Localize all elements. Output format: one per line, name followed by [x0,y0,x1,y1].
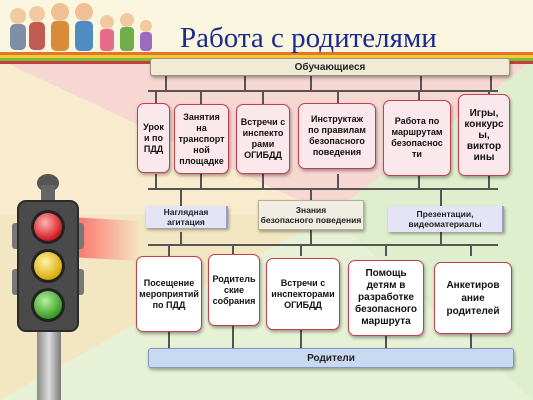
top-box-meetings-inspectors: Встречи с инспекто рами ОГИБДД [236,104,290,174]
bottom-box-questionnaire: Анкетиров ание родителей [434,262,512,334]
page-title: Работа с родителями [180,22,437,54]
bottom-bar: Родители [148,348,514,368]
middle-presentations: Презентации, видеоматериалы [388,206,504,232]
middle-safety-knowledge-label: Знания безопасного поведения [260,205,362,225]
top-box-safe-routes: Работа по маршрутам безопаснос ти [383,100,451,176]
bottom-box-route-help: Помощь детям в разработке безопасного ма… [348,260,424,336]
bottom-box-events: Посещение мероприятий по ПДД [136,256,202,332]
traffic-light-icon [12,174,140,400]
bottom-bar-label: Родители [307,352,355,364]
family-illustration [10,3,152,51]
bottom-box-inspector-meetings: Встречи с инспекторами ОГИБДД [266,258,340,330]
top-box-transport-ground: Занятия на транспорт ной площадке [174,104,229,174]
top-bar-label: Обучающиеся [294,61,366,73]
top-box-games-contests: Игры, конкурс ы, виктор ины [458,94,510,176]
middle-presentations-label: Презентации, видеоматериалы [408,209,482,229]
middle-safety-knowledge: Знания безопасного поведения [258,200,364,230]
middle-visual-agitation: Наглядная агитация [146,206,228,228]
top-bar: Обучающиеся [150,58,510,76]
top-box-safety-briefing: Инструктаж по правилам безопасного повед… [298,103,376,169]
bottom-box-parent-meetings: Родитель ские собрания [208,254,260,326]
middle-visual-agitation-label: Наглядная агитация [163,207,209,227]
top-box-lessons: Урок и по ПДД [137,103,170,173]
